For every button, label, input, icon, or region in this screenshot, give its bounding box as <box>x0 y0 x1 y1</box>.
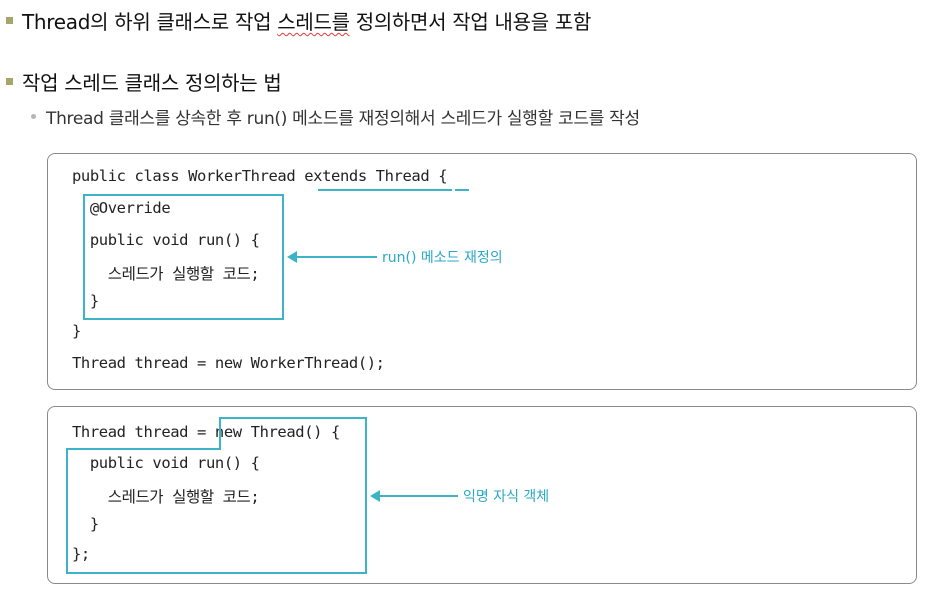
bullet-text-2: 작업 스레드 클래스 정의하는 법 <box>22 71 282 95</box>
bullet-text-1-marked: 스레드를 <box>277 10 350 34</box>
anon-highlight-top <box>219 417 367 419</box>
code-line: public void run() { <box>72 454 260 472</box>
sub-bullet-marker <box>31 114 36 119</box>
anon-highlight-step-top <box>66 448 221 450</box>
brace-underline <box>455 189 469 191</box>
code-line: } <box>72 322 81 340</box>
arrow-left-icon <box>370 490 458 502</box>
code-line: } <box>72 515 99 533</box>
code-block-1 <box>47 153 917 390</box>
code-line: @Override <box>72 199 171 217</box>
anon-highlight-right <box>365 417 367 574</box>
code-line: public class WorkerThread extends Thread… <box>72 167 448 185</box>
code-line: }; <box>72 545 90 563</box>
code-line: Thread thread = new Thread() { <box>72 423 340 441</box>
code-line: Thread thread = new WorkerThread(); <box>72 354 385 372</box>
sub-bullet-text: Thread 클래스를 상속한 후 run() 메소드를 재정의해서 스레드가 … <box>46 109 640 129</box>
arrow-left-icon <box>287 251 377 263</box>
code-line: } <box>72 292 99 310</box>
override-highlight-box <box>83 194 284 320</box>
bullet-marker <box>6 17 13 24</box>
bullet-text-1: Thread의 하위 클래스로 작업 스레드를 정의하면서 작업 내용을 포함 <box>22 6 591 35</box>
bullet-marker <box>6 78 13 85</box>
anon-highlight-bottom <box>66 572 367 574</box>
extends-underline <box>318 189 452 191</box>
code-line: 스레드가 실행할 코드; <box>72 488 260 506</box>
anon-highlight-left <box>66 448 68 574</box>
bullet-text-1-end: 정의하면서 작업 내용을 포함 <box>349 10 592 34</box>
code-line: 스레드가 실행할 코드; <box>72 265 260 283</box>
code-block-2 <box>47 406 917 584</box>
bullet-text-1-start: Thread의 하위 클래스로 작업 <box>22 10 278 34</box>
code-line: public void run() { <box>72 231 260 249</box>
annotation-anonymous: 익명 자식 객체 <box>463 489 550 505</box>
anon-highlight-step-vertical <box>219 417 221 450</box>
annotation-override: run() 메소드 재정의 <box>382 250 503 266</box>
